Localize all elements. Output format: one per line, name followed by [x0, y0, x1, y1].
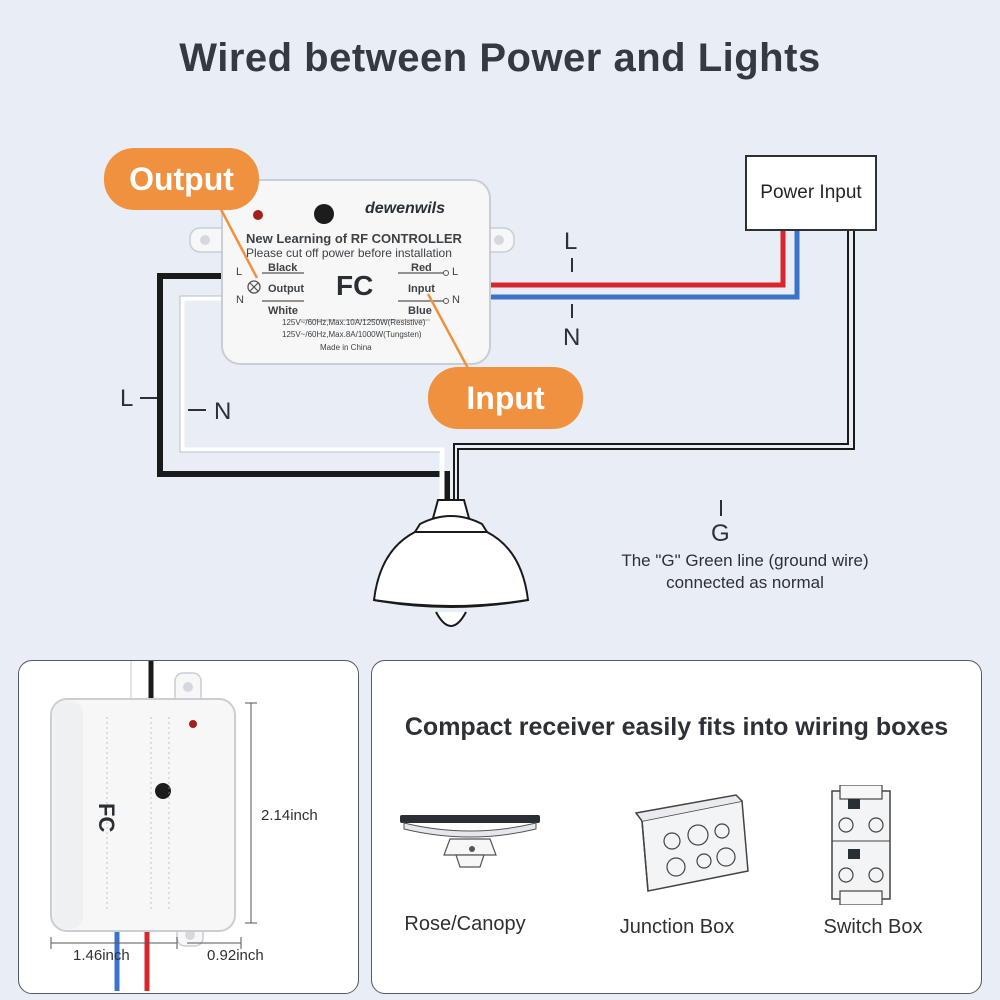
device-black-label: Black — [268, 262, 298, 274]
output-callout: Output — [104, 148, 259, 210]
device-spec-1: 125V~/60Hz,Max.10A/1250W(Resistive) — [282, 318, 426, 327]
device-l-left: L — [236, 266, 243, 278]
power-input-box: Power Input — [745, 155, 877, 231]
page-title: Wired between Power and Lights — [179, 36, 821, 80]
device-input-label: Input — [408, 283, 435, 295]
rf-receiver-device — [189, 179, 515, 365]
ceiling-lamp-icon — [372, 499, 530, 627]
blue-neutral-input-wire — [470, 231, 800, 300]
device-made-in: Made in China — [320, 343, 372, 352]
height-dimension-label: 2.14inch — [261, 807, 318, 824]
device-output-label: Output — [268, 283, 305, 295]
ground-note-line-1: The "G" Green line (ground wire) — [621, 551, 869, 570]
wire-label-l-left: L — [120, 385, 134, 412]
power-return-wire-2 — [457, 231, 855, 510]
svg-text:FC: FC — [94, 803, 119, 832]
device-n-left: N — [236, 294, 244, 306]
device-l-right: L — [452, 266, 459, 278]
device-brand: dewenwils — [365, 200, 446, 217]
device-warning: Please cut off power before installation — [246, 246, 452, 260]
white-neutral-wire-edge — [179, 295, 440, 453]
device-spec-2: 125V~/60Hz,Max.8A/1000W(Tungsten) — [282, 330, 422, 339]
wiring-svg — [140, 179, 855, 627]
learn-button — [314, 204, 334, 224]
rose-canopy-icon — [400, 815, 540, 868]
status-led — [253, 210, 263, 220]
junction-box-icon — [634, 794, 749, 892]
device-blue-label: Blue — [408, 305, 432, 317]
fcc-logo: FC — [336, 270, 374, 301]
depth-dimension-label: 0.92inch — [207, 947, 264, 964]
device-red-label: Red — [411, 262, 432, 274]
device-name: New Learning of RF CONTROLLER — [246, 231, 462, 246]
ground-note-line-2: connected as normal — [666, 573, 824, 592]
receiver-photo-icon: FC — [50, 661, 257, 991]
input-callout: Input — [428, 367, 583, 429]
switch-box-icon — [831, 785, 891, 905]
white-neutral-wire — [179, 295, 445, 510]
switch-box-label: Switch Box — [823, 916, 923, 938]
device-n-right: N — [452, 294, 460, 306]
power-return-wire-1 — [453, 231, 849, 510]
wire-label-g: G — [711, 520, 730, 547]
wire-label-n-left: N — [214, 398, 232, 425]
wiring-boxes-title: Compact receiver easily fits into wiring… — [404, 713, 949, 741]
wiring-boxes-panel: Compact receiver easily fits into wiring… — [371, 660, 982, 994]
rose-canopy-label: Rose/Canopy — [404, 913, 526, 935]
device-white-label: White — [268, 305, 298, 317]
ground-note: The "G" Green line (ground wire) connect… — [600, 550, 890, 594]
wire-label-n-top: N — [563, 324, 581, 351]
dimensions-panel: FC 2.14inch 1.46inch 0.92inch — [18, 660, 359, 994]
width-dimension-label: 1.46inch — [73, 947, 130, 964]
wire-label-l-top: L — [564, 228, 578, 255]
callout-pointers — [213, 197, 472, 373]
junction-box-label: Junction Box — [619, 916, 735, 938]
black-live-wire — [157, 273, 450, 510]
red-live-input-wire — [470, 231, 786, 288]
